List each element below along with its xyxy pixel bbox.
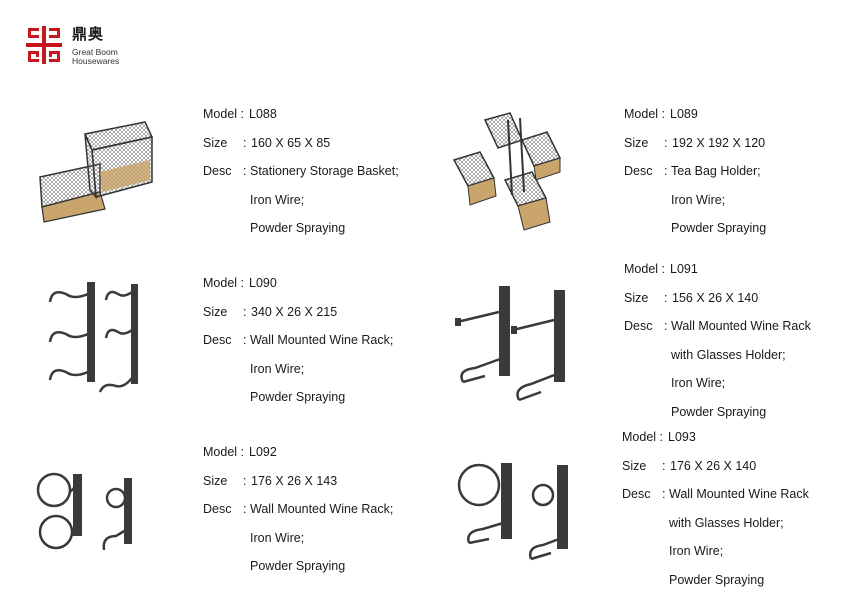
- size-label: Size: [622, 452, 646, 481]
- desc-line: Stationery Storage Basket;: [250, 157, 399, 186]
- desc-line: Wall Mounted Wine Rack;: [250, 326, 393, 355]
- model-value: L090: [249, 269, 277, 298]
- desc-line: Powder Spraying: [250, 552, 345, 581]
- model-label: Model :: [203, 438, 244, 467]
- model-label: Model :: [624, 255, 665, 284]
- desc-label: Desc: [624, 312, 652, 341]
- desc-separator: :: [662, 480, 665, 509]
- desc-line: Powder Spraying: [669, 566, 764, 594]
- desc-line: Iron Wire;: [250, 524, 304, 553]
- product-image-l091: [455, 282, 580, 407]
- size-separator: :: [662, 452, 665, 481]
- model-value: L088: [249, 100, 277, 129]
- size-value: 192 X 192 X 120: [672, 129, 765, 158]
- model-label: Model :: [622, 423, 663, 452]
- desc-label: Desc: [624, 157, 652, 186]
- desc-line: Iron Wire;: [671, 369, 725, 398]
- desc-line: Powder Spraying: [671, 398, 766, 427]
- desc-line: with Glasses Holder;: [669, 509, 784, 538]
- desc-line: Powder Spraying: [250, 383, 345, 412]
- model-label: Model :: [203, 269, 244, 298]
- size-label: Size: [203, 467, 227, 496]
- desc-line: Iron Wire;: [250, 186, 304, 215]
- desc-separator: :: [243, 157, 246, 186]
- model-value: L093: [668, 423, 696, 452]
- product-image-l092: [36, 470, 146, 560]
- brand-name-cn: 鼎奥: [72, 23, 104, 44]
- size-separator: :: [664, 284, 667, 313]
- model-value: L089: [670, 100, 698, 129]
- desc-line: Wall Mounted Wine Rack;: [250, 495, 393, 524]
- size-separator: :: [243, 298, 246, 327]
- desc-separator: :: [664, 157, 667, 186]
- product-image-l090: [40, 280, 150, 405]
- product-image-l093: [455, 455, 580, 565]
- product-image-l088: [30, 112, 160, 227]
- size-label: Size: [203, 129, 227, 158]
- desc-separator: :: [243, 495, 246, 524]
- model-value: L092: [249, 438, 277, 467]
- desc-label: Desc: [203, 157, 231, 186]
- desc-line: Iron Wire;: [671, 186, 725, 215]
- desc-label: Desc: [622, 480, 650, 509]
- size-value: 160 X 65 X 85: [251, 129, 330, 158]
- size-separator: :: [243, 129, 246, 158]
- size-value: 340 X 26 X 215: [251, 298, 337, 327]
- desc-line: Wall Mounted Wine Rack: [669, 480, 809, 509]
- desc-separator: :: [243, 326, 246, 355]
- desc-line: Wall Mounted Wine Rack: [671, 312, 811, 341]
- size-separator: :: [664, 129, 667, 158]
- desc-label: Desc: [203, 326, 231, 355]
- desc-line: Iron Wire;: [250, 355, 304, 384]
- size-value: 156 X 26 X 140: [672, 284, 758, 313]
- size-value: 176 X 26 X 140: [670, 452, 756, 481]
- desc-line: Iron Wire;: [669, 537, 723, 566]
- brand-name-en-line2: Housewares: [72, 56, 119, 66]
- desc-line: with Glasses Holder;: [671, 341, 786, 370]
- desc-label: Desc: [203, 495, 231, 524]
- size-separator: :: [243, 467, 246, 496]
- desc-line: Tea Bag Holder;: [671, 157, 761, 186]
- size-label: Size: [624, 284, 648, 313]
- product-image-l089: [450, 110, 580, 235]
- model-value: L091: [670, 255, 698, 284]
- desc-line: Powder Spraying: [671, 214, 766, 243]
- size-label: Size: [203, 298, 227, 327]
- desc-line: Powder Spraying: [250, 214, 345, 243]
- model-label: Model :: [624, 100, 665, 129]
- brand-logo-icon: [26, 26, 62, 64]
- size-label: Size: [624, 129, 648, 158]
- model-label: Model :: [203, 100, 244, 129]
- size-value: 176 X 26 X 143: [251, 467, 337, 496]
- desc-separator: :: [664, 312, 667, 341]
